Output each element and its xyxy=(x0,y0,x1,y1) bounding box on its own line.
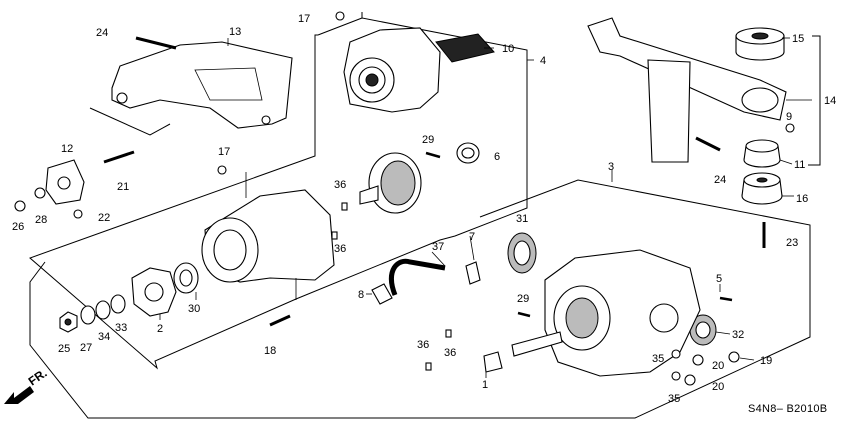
group-outlines xyxy=(29,12,821,419)
front-arrow: FR. xyxy=(4,366,50,404)
callout-33: 33 xyxy=(115,322,127,334)
part-small-mount xyxy=(45,159,85,205)
callout-20b: 20 xyxy=(712,381,724,393)
callout-29a: 29 xyxy=(422,134,434,146)
callout-23: 23 xyxy=(786,237,798,249)
callout-28: 28 xyxy=(35,214,47,226)
part-bolts xyxy=(14,11,795,386)
part-vent-plate xyxy=(435,33,495,63)
part-seals xyxy=(456,142,717,346)
part-differential-housing xyxy=(201,189,335,283)
callout-1: 1 xyxy=(482,379,488,391)
callout-34: 34 xyxy=(98,331,110,343)
callout-14: 14 xyxy=(824,95,836,107)
callout-5: 5 xyxy=(716,273,722,285)
part-differential-assembly xyxy=(511,249,701,377)
callout-37: 37 xyxy=(432,241,444,253)
callout-4: 4 xyxy=(540,55,546,67)
callout-12: 12 xyxy=(61,143,73,155)
callout-labels: 1 2 3 4 5 6 7 8 9 10 11 12 13 14 15 16 1… xyxy=(12,13,836,405)
part-subframe-beam xyxy=(587,17,787,163)
part-upper-bushing xyxy=(735,27,785,61)
callout-8: 8 xyxy=(358,289,364,301)
callout-3: 3 xyxy=(608,161,614,173)
callout-11: 11 xyxy=(794,159,805,171)
outline-carrier-group xyxy=(29,179,811,419)
callout-17b: 17 xyxy=(218,146,230,158)
callout-27: 27 xyxy=(80,342,92,354)
callout-31: 31 xyxy=(516,213,528,225)
leader-lines xyxy=(159,37,812,378)
callout-18: 18 xyxy=(264,345,276,357)
part-breather-hose xyxy=(371,258,503,373)
part-nut-washers xyxy=(59,294,126,333)
callout-20a: 20 xyxy=(712,360,724,372)
callout-15: 15 xyxy=(792,33,804,45)
callout-2: 2 xyxy=(157,323,163,335)
callout-24a: 24 xyxy=(96,27,108,39)
diagram-code: S4N8– B2010B xyxy=(748,403,827,415)
callout-36a: 36 xyxy=(334,179,346,191)
callout-35a: 35 xyxy=(652,353,664,365)
outline-mount-group xyxy=(89,107,171,136)
callout-26: 26 xyxy=(12,221,24,233)
callout-10: 10 xyxy=(502,43,514,55)
callout-7: 7 xyxy=(469,231,475,243)
callout-30: 30 xyxy=(188,303,200,315)
callout-35b: 35 xyxy=(668,393,680,405)
outline-cover-group xyxy=(29,12,528,370)
part-mount-bushing xyxy=(741,172,783,205)
callout-21: 21 xyxy=(117,181,129,193)
callout-36b: 36 xyxy=(334,243,346,255)
callout-6: 6 xyxy=(494,151,500,163)
callout-32: 32 xyxy=(732,329,744,341)
callout-19: 19 xyxy=(760,355,772,367)
callout-29b: 29 xyxy=(517,293,529,305)
callout-16: 16 xyxy=(796,193,808,205)
arrow-label: FR. xyxy=(26,366,50,389)
part-pinion-gear xyxy=(359,152,422,214)
callout-9: 9 xyxy=(786,111,792,123)
part-lower-bushing xyxy=(743,139,781,168)
callout-36c: 36 xyxy=(417,339,429,351)
part-mount-bracket xyxy=(111,41,293,129)
part-pins xyxy=(331,151,733,371)
callout-24b: 24 xyxy=(714,174,726,186)
callout-17a: 17 xyxy=(298,13,310,25)
part-companion-flange xyxy=(131,262,199,317)
callout-25: 25 xyxy=(58,343,70,355)
callout-13: 13 xyxy=(229,26,241,38)
part-rear-cover xyxy=(343,27,441,113)
outline-bushing-bracket xyxy=(808,35,821,166)
callout-22: 22 xyxy=(98,212,110,224)
callout-36d: 36 xyxy=(444,347,456,359)
